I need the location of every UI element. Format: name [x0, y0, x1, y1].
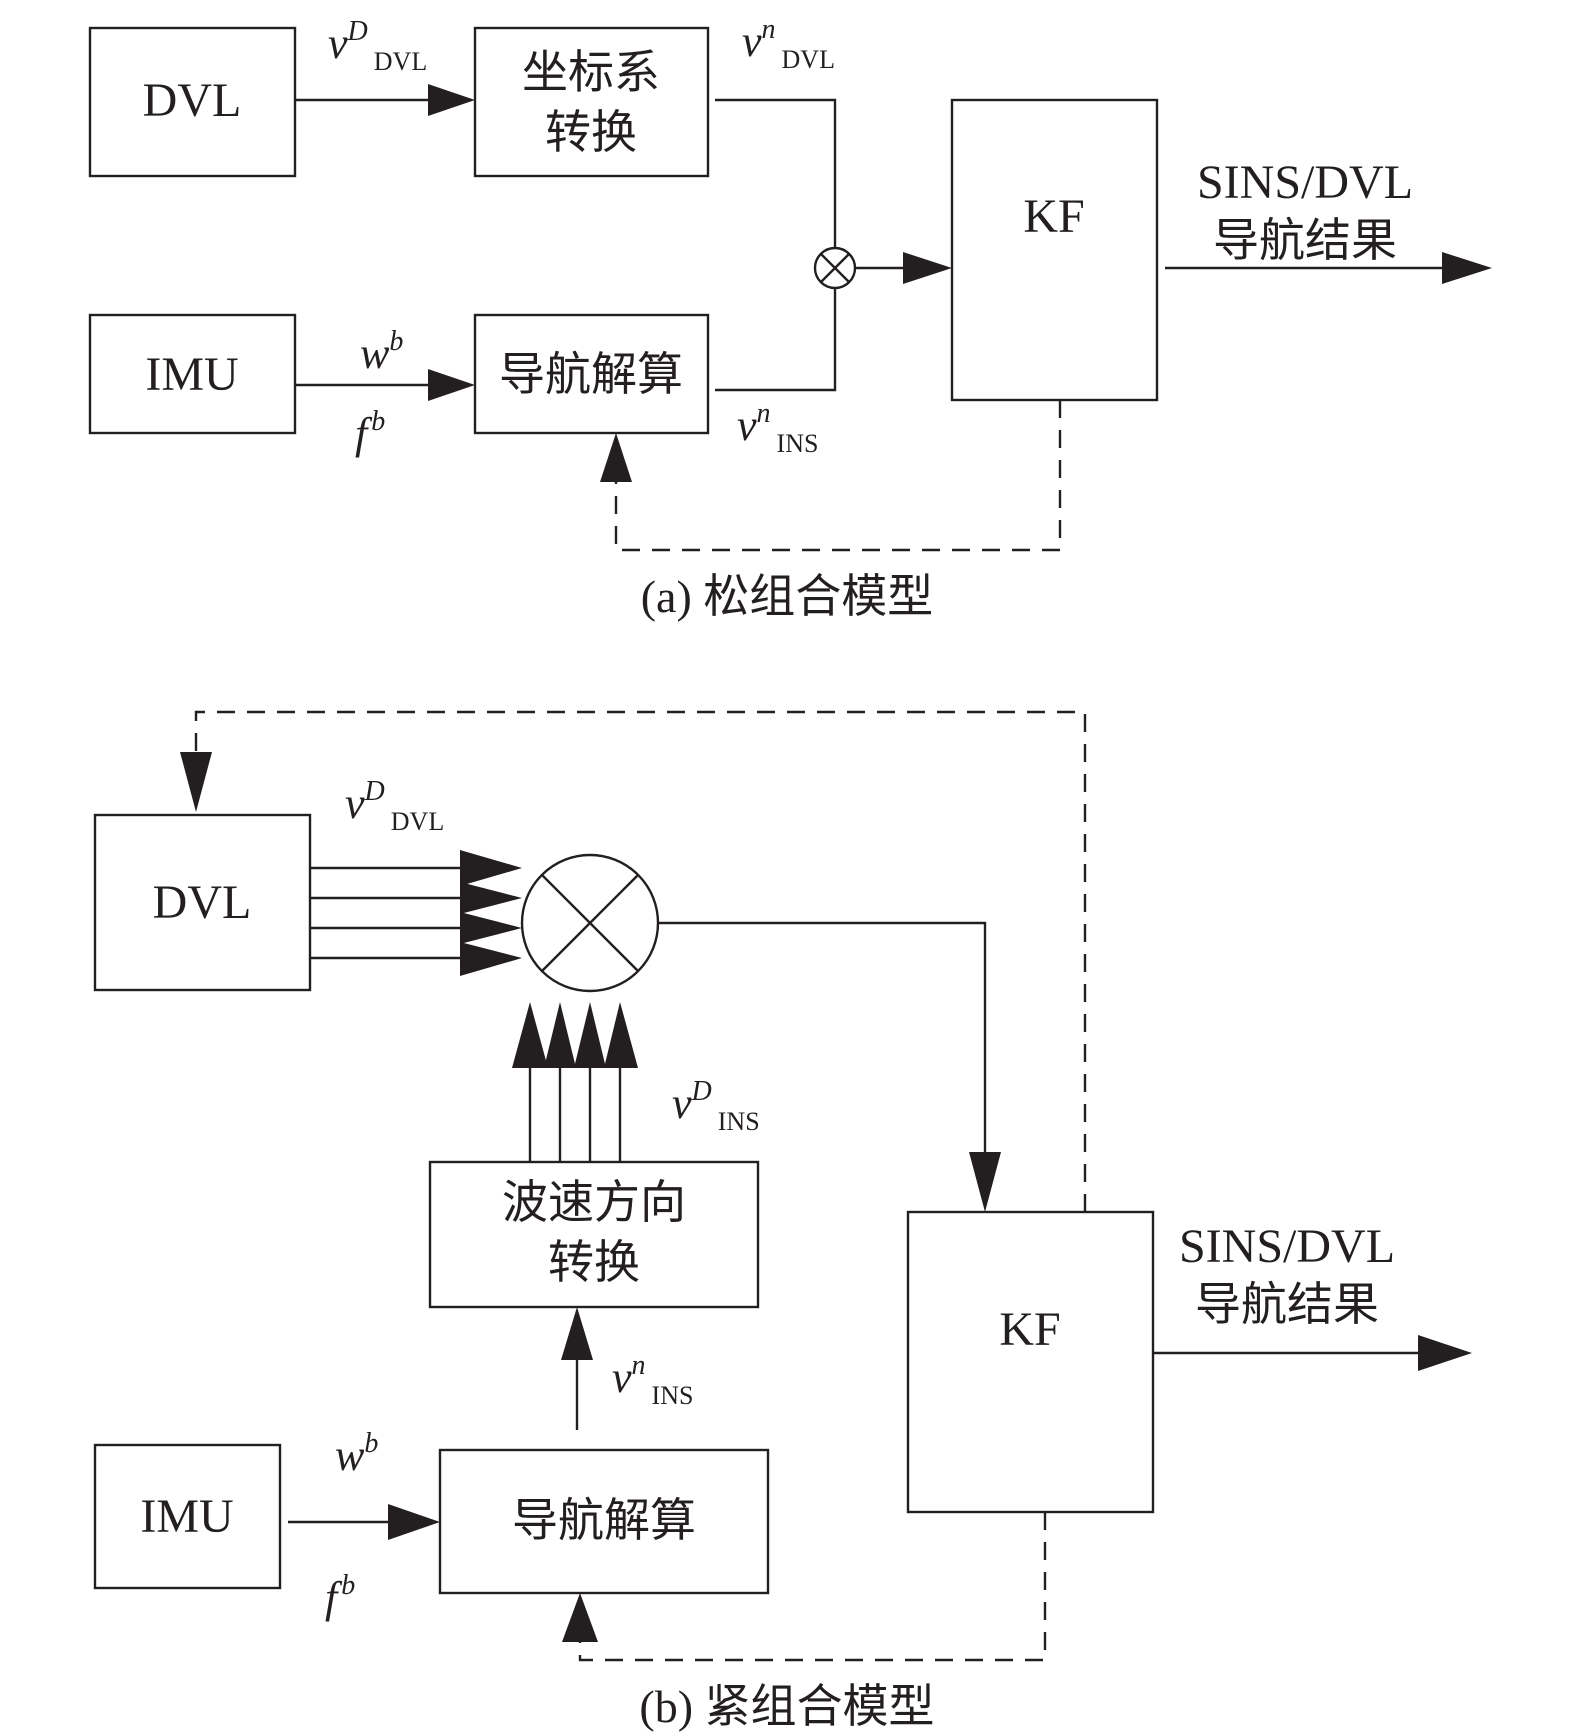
a-nav-to-sum-line: [715, 288, 837, 392]
panel-a-loose-coupling: DVL vDDVL 坐标系 转换 vnDVL KF SINS/DVL 导航结果: [88, 14, 1492, 622]
b-sum-to-kf-arrowhead: [969, 1152, 1001, 1212]
a-nav-solve-label: 导航解算: [499, 349, 683, 400]
panel-b-tight-coupling: DVL vDDVL vDINS 波速方向: [93, 710, 1472, 1732]
b-imu-to-nav-arrowhead: [388, 1504, 440, 1540]
a-result-line2: 导航结果: [1213, 215, 1397, 266]
a-coord-convert-box: [473, 26, 710, 178]
a-dvl-to-coord-arrowhead: [428, 84, 475, 116]
b-ins-beam-arrowhead-3: [574, 1002, 606, 1068]
a-imu-box: [88, 313, 297, 435]
a-result-arrowhead: [1442, 252, 1492, 284]
a-result-line1: SINS/DVL: [1197, 156, 1413, 209]
b-sum-to-kf-line: [658, 921, 987, 1160]
b-nav-solve-label: 导航解算: [512, 1495, 696, 1546]
b-feedback-to-dvl-arrowhead: [180, 752, 212, 812]
a-coord-to-sum-line: [715, 98, 837, 248]
a-v-dvl-n-label: vnDVL: [742, 14, 835, 74]
b-dvl-beam-arrowhead-3: [460, 912, 522, 944]
b-v-ins-n-label: vnINS: [612, 1350, 693, 1410]
b-dvl-box: [93, 813, 312, 992]
a-dvl-box: [88, 26, 297, 178]
a-w-b-label: wb: [360, 326, 403, 378]
a-sum-to-kf-arrowhead: [903, 252, 952, 284]
a-coord-convert-line2: 转换: [545, 107, 637, 158]
b-result-arrowhead: [1418, 1335, 1472, 1371]
a-coord-convert-line1: 坐标系: [522, 47, 660, 98]
b-nav-to-beam-arrowhead: [561, 1307, 593, 1360]
b-beam-convert-line2: 转换: [548, 1237, 640, 1288]
b-ins-beam-arrowhead-2: [544, 1002, 576, 1068]
a-v-ins-n-label: vnINS: [737, 398, 818, 458]
a-kf-feedback-dashed: [614, 400, 1062, 552]
b-kf-feedback-dashed: [194, 710, 1087, 1212]
a-kf-box: [950, 98, 1159, 402]
b-result-line1: SINS/DVL: [1179, 1220, 1395, 1273]
b-result-line2: 导航结果: [1195, 1279, 1379, 1330]
a-imu-label: IMU: [145, 348, 238, 401]
b-kf-box: [906, 1210, 1155, 1514]
b-ins-beam-arrowhead-4: [604, 1002, 638, 1068]
b-v-dvl-d-label: vDDVL: [345, 776, 444, 836]
b-dvl-label: DVL: [153, 876, 252, 929]
b-imu-box: [93, 1443, 282, 1590]
a-kf-label: KF: [1023, 190, 1084, 243]
b-v-ins-d-label: vDINS: [672, 1076, 760, 1136]
b-w-b-label: wb: [335, 1428, 378, 1480]
b-dvl-beam-arrowhead-1: [460, 850, 522, 886]
b-caption: (b) 紧组合模型: [639, 1681, 934, 1732]
a-caption: (a) 松组合模型: [641, 571, 934, 622]
b-feedback-to-nav-arrowhead: [562, 1593, 598, 1642]
b-dvl-beam-arrowhead-2: [460, 882, 522, 914]
a-v-dvl-d-label: vDDVL: [328, 16, 427, 76]
b-kf-label: KF: [999, 1303, 1060, 1356]
a-feedback-arrowhead: [600, 433, 632, 482]
b-beam-convert-line1: 波速方向: [502, 1177, 686, 1228]
a-sum-cross-2: [820, 253, 850, 283]
b-kf-to-nav-feedback-dashed: [578, 1512, 1047, 1662]
a-dvl-label: DVL: [143, 74, 242, 127]
b-beam-convert-box: [428, 1160, 760, 1309]
b-imu-label: IMU: [140, 1490, 233, 1543]
b-nav-solve-box: [438, 1448, 770, 1595]
b-ins-beam-arrowhead-1: [512, 1002, 548, 1068]
b-sum-cross-2: [541, 874, 639, 972]
a-nav-solve-box: [473, 313, 710, 435]
a-imu-to-nav-arrowhead: [428, 369, 475, 401]
b-dvl-beam-arrowhead-4: [460, 942, 522, 976]
